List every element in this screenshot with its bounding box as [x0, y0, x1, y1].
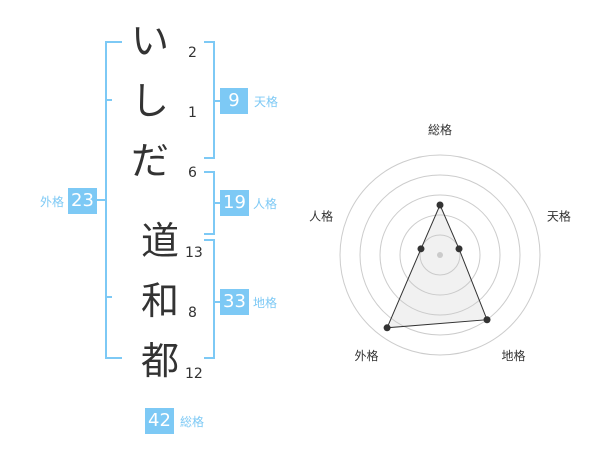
name-char-5: 和: [140, 279, 179, 323]
radar-point-4: [383, 324, 391, 332]
tenkaku-label: 天格: [254, 95, 279, 109]
radar-ring-2: [399, 214, 481, 296]
stroke-count-2: 1: [188, 105, 197, 121]
name-char-3: だ: [130, 139, 169, 183]
radar-ring-1: [419, 234, 461, 276]
soukaku-label: 総格: [180, 415, 205, 429]
radar-series-polygon: [386, 203, 488, 329]
radar-axis-label-2: 天格: [547, 208, 571, 223]
radar-center: [437, 252, 443, 258]
radar-point-3: [483, 316, 491, 324]
gaikaku-value: 23: [68, 188, 97, 214]
name-char-1: い: [130, 19, 169, 63]
stroke-count-6: 12: [185, 366, 203, 382]
radar-ring-4: [359, 174, 521, 336]
tenkaku-value: 9: [220, 88, 248, 114]
radar-axis-label-5: 人格: [309, 208, 333, 223]
chikaku-value: 33: [220, 289, 249, 315]
stroke-count-3: 6: [188, 165, 197, 181]
name-char-2: し: [130, 79, 169, 123]
radar-point-2: [455, 245, 463, 253]
name-char-4: 道: [140, 219, 179, 263]
radar-axis-label-1: 総格: [428, 122, 452, 137]
radar-point-5: [417, 245, 425, 253]
stroke-count-4: 13: [185, 245, 203, 261]
radar-axis-label-3: 地格: [501, 348, 525, 363]
radar-axis-label-4: 外格: [354, 348, 378, 363]
name-char-6: 都: [140, 339, 179, 383]
radar-ring-3: [379, 194, 501, 316]
radar-ring-5: [339, 154, 541, 356]
jinkaku-value: 19: [220, 190, 249, 216]
soukaku-value: 42: [145, 408, 174, 434]
jinkaku-label: 人格: [253, 197, 278, 211]
radar-point-1: [436, 201, 444, 209]
chikaku-label: 地格: [253, 296, 278, 310]
gaikaku-label: 外格: [40, 195, 65, 209]
stroke-count-1: 2: [188, 45, 197, 61]
stroke-count-5: 8: [188, 305, 197, 321]
